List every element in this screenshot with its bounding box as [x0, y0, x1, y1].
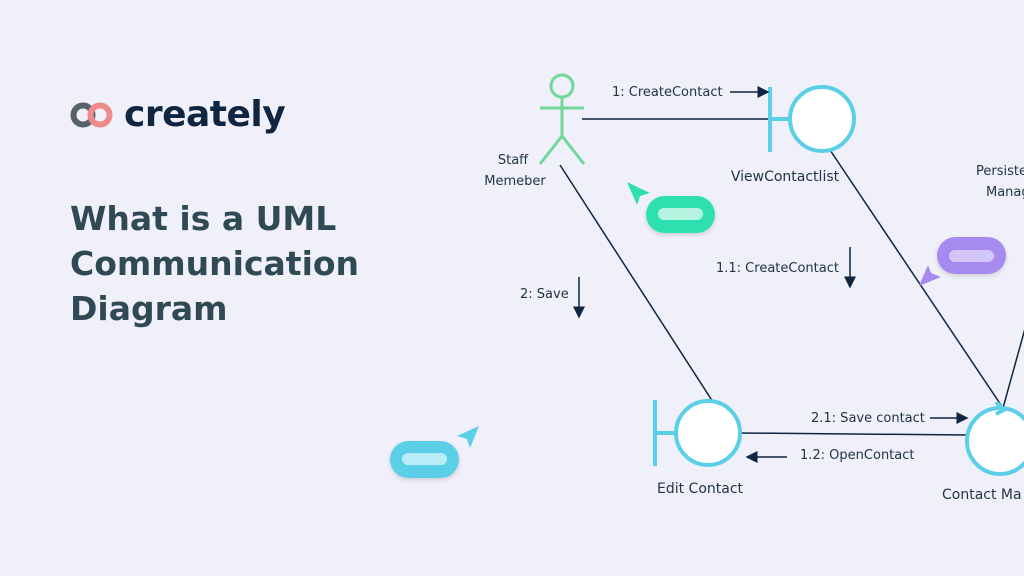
persistence-label-1: Persiste [976, 164, 1024, 179]
cursor-arrow-icon [457, 426, 479, 448]
contact-manager-label: Contact Ma [942, 487, 1022, 503]
actor-icon [538, 73, 586, 165]
persistence-label-2: Manag [986, 185, 1024, 200]
edit-label: Edit Contact [657, 481, 744, 497]
link-actor-edit [559, 164, 714, 403]
creately-logo: creately [70, 94, 286, 135]
cursor-arrow-icon [919, 265, 941, 286]
control-icon-contact-manager [965, 400, 1024, 476]
creately-logo-icon [70, 102, 113, 127]
boundary-icon-edit [653, 399, 742, 467]
actor-label-1: Staff [498, 153, 529, 168]
message-1: 1: CreateContact [612, 85, 723, 100]
cursor-badge-green [627, 182, 715, 233]
links [559, 118, 1024, 436]
title-line-2: Communication [70, 244, 360, 283]
cursor-badge-purple [919, 237, 1006, 286]
title-line-1: What is a UML [70, 199, 337, 238]
actor-label-2: Memeber [484, 174, 546, 189]
page-title: What is a UML Communication Diagram [70, 196, 359, 331]
link-manager-persistence [1002, 329, 1024, 409]
cursor-arrow-icon [627, 182, 650, 205]
link-edit-manager [740, 432, 968, 436]
boundary-icon-view [768, 85, 856, 153]
view-label: ViewContactlist [731, 169, 840, 185]
title-line-3: Diagram [70, 289, 228, 328]
message-2-1: 2.1: Save contact [811, 411, 925, 426]
message-1-2: 1.2: OpenContact [800, 448, 915, 463]
link-view-manager [829, 149, 1004, 409]
message-1-1: 1.1: CreateContact [716, 261, 839, 276]
cursor-badge-blue [390, 426, 479, 478]
message-2: 2: Save [520, 287, 569, 302]
logo-text: creately [124, 94, 286, 135]
